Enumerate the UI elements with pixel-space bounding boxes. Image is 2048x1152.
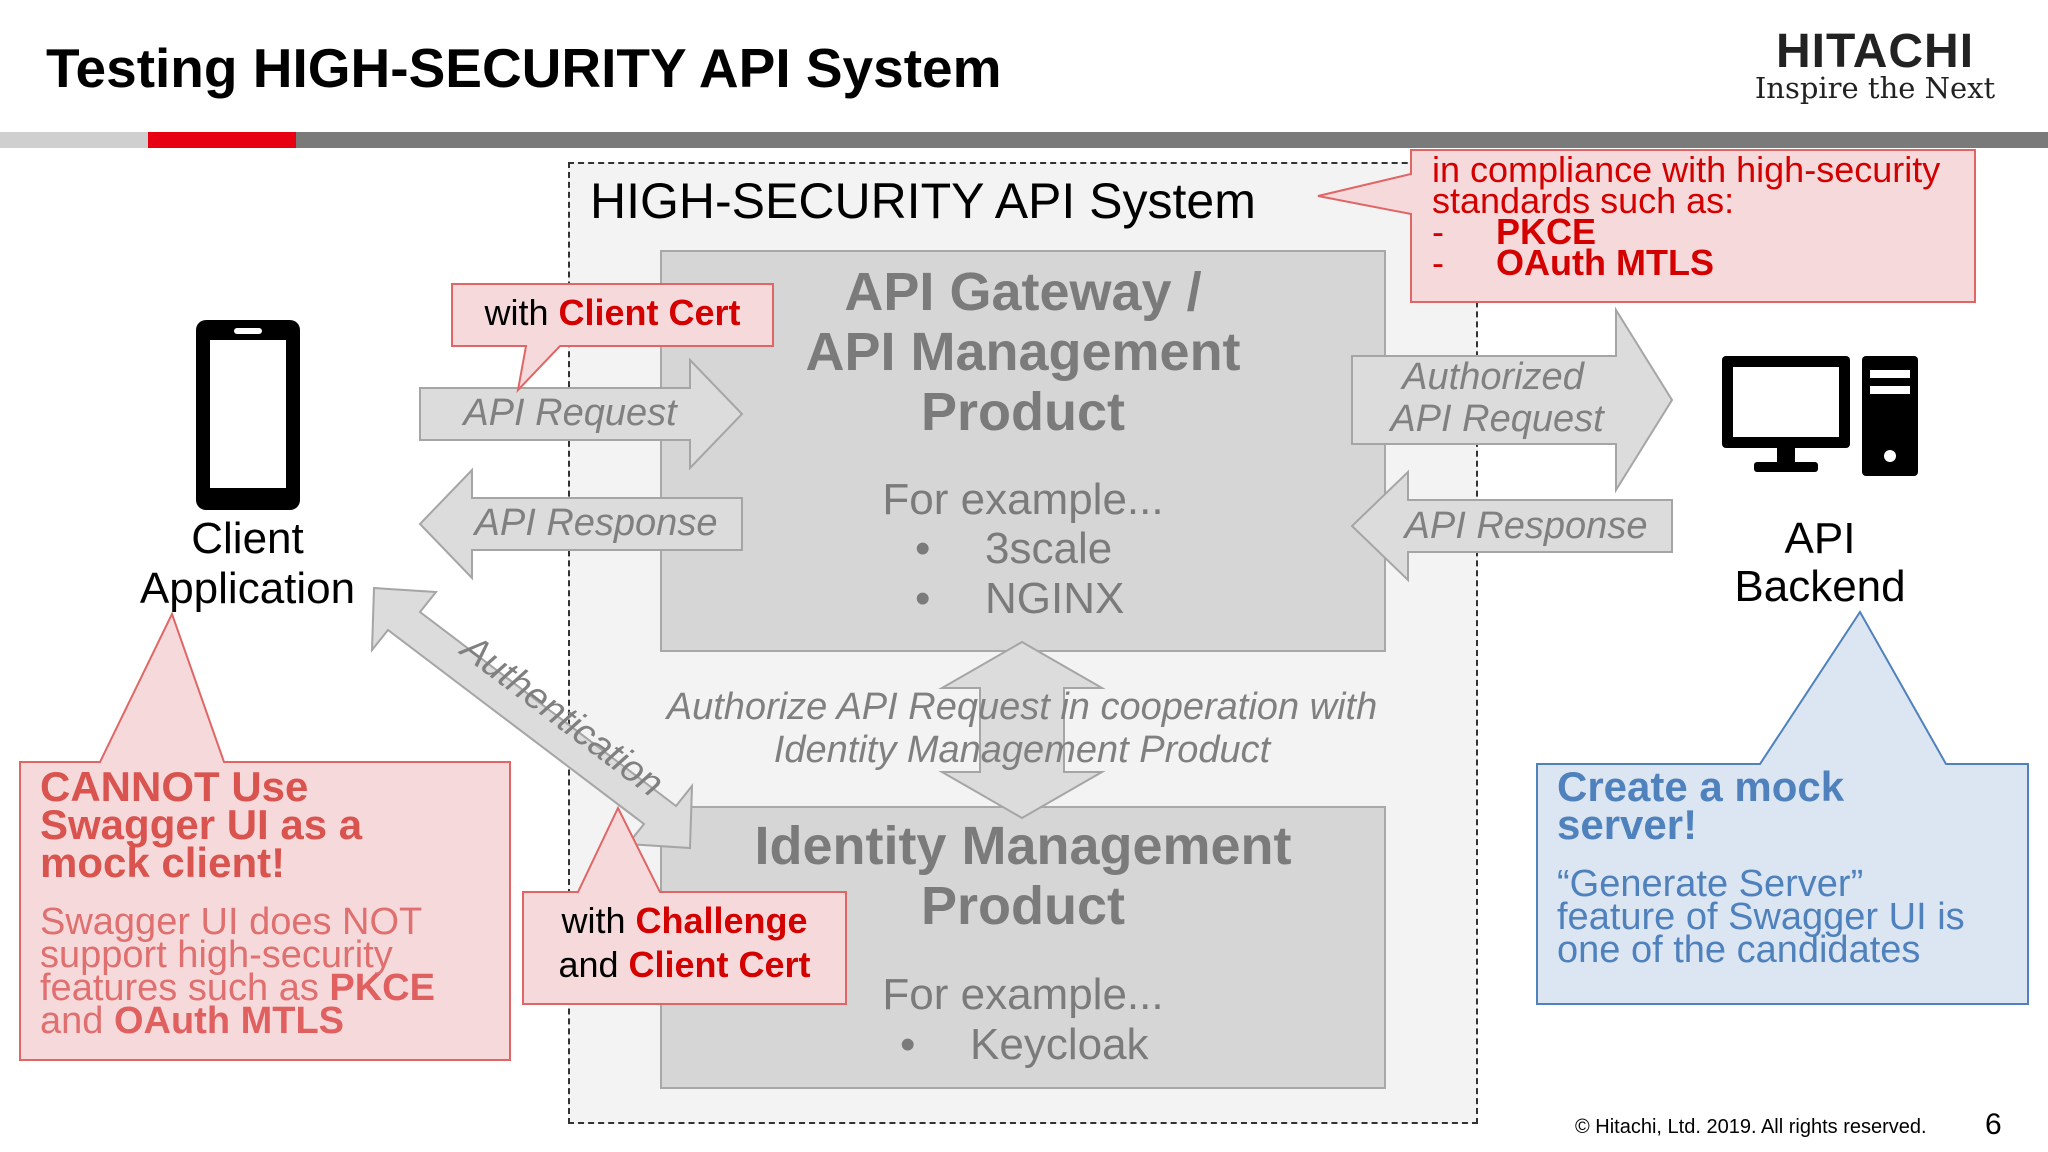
- gateway-title-line2: API Management: [805, 322, 1241, 382]
- compliance-item: -PKCE: [1432, 211, 1597, 252]
- api-response-right-label: API Response: [1404, 505, 1648, 547]
- mock-body-line3: one of the candidates: [1557, 929, 1921, 971]
- logo-tagline: Inspire the Next: [1754, 71, 1996, 105]
- page-number: 6: [1985, 1108, 2002, 1141]
- mock-body-line1: “Generate Server”: [1557, 863, 1864, 905]
- cannot-head-line1: CANNOT Use: [40, 763, 309, 810]
- header-band: [0, 132, 2048, 148]
- gateway-title-line1: API Gateway /: [844, 262, 1202, 322]
- cannot-body-line1: Swagger UI does NOT: [40, 901, 423, 943]
- desktop-computer-icon: [1722, 356, 1918, 476]
- mock-head-line1: Create a mock: [1557, 763, 1845, 810]
- authentication-arrow: [370, 586, 694, 850]
- authorized-request-arrow: [1351, 306, 1674, 494]
- api-gateway-box: [660, 250, 1386, 652]
- mock-server-callout: [1536, 610, 2029, 1005]
- gateway-title-line3: Product: [920, 382, 1125, 442]
- gateway-example-item: •3scale: [915, 524, 1113, 573]
- client-label-line2: Application: [139, 564, 356, 613]
- smartphone-icon: [196, 320, 300, 510]
- api-response-left-label: API Response: [474, 502, 718, 544]
- slide-title: Testing HIGH-SECURITY API System: [46, 37, 1002, 99]
- compliance-line1: in compliance with high-security: [1432, 149, 1941, 190]
- authorized-label-line1: Authorized: [1402, 356, 1584, 398]
- identity-title-line1: Identity Management: [754, 816, 1292, 876]
- compliance-callout: [1317, 149, 1976, 303]
- api-response-right-arrow: [1350, 469, 1673, 583]
- mock-head-line2: server!: [1557, 801, 1698, 848]
- client-cert-text: with Client Cert: [484, 292, 741, 333]
- api-response-left-arrow: [418, 467, 743, 581]
- system-title: HIGH-SECURITY API System: [590, 173, 1256, 229]
- cannot-body-line4: and OAuth MTLS: [40, 1000, 345, 1042]
- identity-example-item: •Keycloak: [900, 1020, 1149, 1069]
- hitachi-logo: HITACHI: [1775, 25, 1975, 78]
- mock-body-line2: feature of Swagger UI is: [1557, 896, 1965, 938]
- client-cert-callout: [451, 283, 774, 394]
- cannot-head-line3: mock client!: [40, 839, 286, 886]
- cannot-use-swagger-callout: [19, 611, 511, 1061]
- authorized-label-line2: API Request: [1390, 398, 1604, 440]
- identity-title-line2: Product: [920, 876, 1125, 936]
- cannot-head-line2: Swagger UI as a: [40, 801, 363, 848]
- backend-label-line2: Backend: [1734, 562, 1906, 611]
- client-label-line1: Client: [191, 514, 304, 563]
- challenge-text-line1: with Challenge: [561, 900, 808, 941]
- api-request-arrow: [419, 357, 744, 471]
- header-band-light-segment: [0, 132, 148, 148]
- gateway-example-intro: For example...: [882, 475, 1164, 524]
- cannot-body-line2: support high-security: [40, 934, 393, 976]
- identity-example-intro: For example...: [882, 970, 1164, 1019]
- api-request-label: API Request: [463, 392, 677, 434]
- header-band-red-segment: [148, 132, 296, 148]
- gateway-example-item: •NGINX: [915, 574, 1125, 623]
- authorize-note-line2: Identity Management Product: [773, 729, 1271, 771]
- challenge-callout: [522, 805, 847, 1005]
- challenge-text-line2: and Client Cert: [558, 944, 811, 985]
- cannot-body-line3: features such as PKCE: [40, 967, 435, 1009]
- compliance-item: -OAuth MTLS: [1432, 242, 1714, 283]
- authorize-note-line1: Authorize API Request in cooperation wit…: [666, 686, 1378, 728]
- backend-label-line1: API: [1784, 514, 1856, 563]
- compliance-line2: standards such as:: [1432, 180, 1735, 221]
- copyright-footer: © Hitachi, Ltd. 2019. All rights reserve…: [1575, 1116, 1927, 1138]
- authorize-double-arrow: [938, 640, 1106, 820]
